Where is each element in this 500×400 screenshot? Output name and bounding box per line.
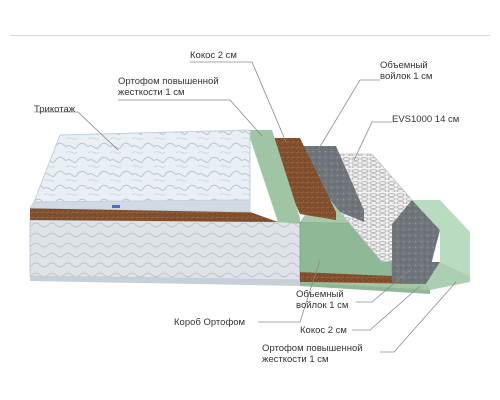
label-coconut-top: Кокос 2 см (190, 50, 237, 61)
top-orthofoam-layer (250, 130, 300, 224)
label-knit: Трикотаж (34, 104, 76, 115)
felt-band-layer (392, 200, 470, 284)
bottom-orthofoam-layer (300, 262, 470, 294)
label-coconut-bottom: Кокос 2 см (300, 325, 347, 336)
leader-springs (353, 121, 392, 161)
label-felt-bottom-2: войлок 1 см (296, 300, 349, 311)
label-springs: EVS1000 14 см (392, 114, 460, 125)
leader-orthofoam-top (118, 99, 263, 137)
top-felt-layer (300, 146, 364, 222)
label-felt-top-1: Объемный (380, 60, 428, 71)
leader-coconut-bottom (352, 285, 421, 331)
label-orthofoam-top-1: Ортофом повышенной (118, 76, 219, 87)
leader-knit (34, 111, 119, 151)
knit-top-layer (29, 129, 251, 213)
leader-coconut-top (190, 61, 287, 143)
top-divider (10, 35, 490, 36)
label-felt-top-2: войлок 1 см (380, 71, 433, 82)
leader-box (258, 259, 321, 323)
label-felt-bottom-1: Объемный (296, 289, 344, 300)
brand-tag (112, 205, 120, 208)
leader-felt-bottom (356, 267, 413, 303)
label-orthofoam-bottom-2: жесткости 1 см (262, 354, 329, 365)
leader-felt-top (317, 79, 380, 151)
leader-lines (34, 61, 457, 353)
label-orthofoam-bottom-1: Ортофом повышенной (262, 343, 363, 354)
label-box: Короб Ортофом (174, 317, 246, 328)
leader-orthofoam-bottom (380, 281, 457, 353)
top-coconut-layer (268, 138, 336, 220)
label-orthofoam-top-2: жесткости 1 см (118, 87, 185, 98)
box-orthofoam-layer (29, 219, 301, 286)
